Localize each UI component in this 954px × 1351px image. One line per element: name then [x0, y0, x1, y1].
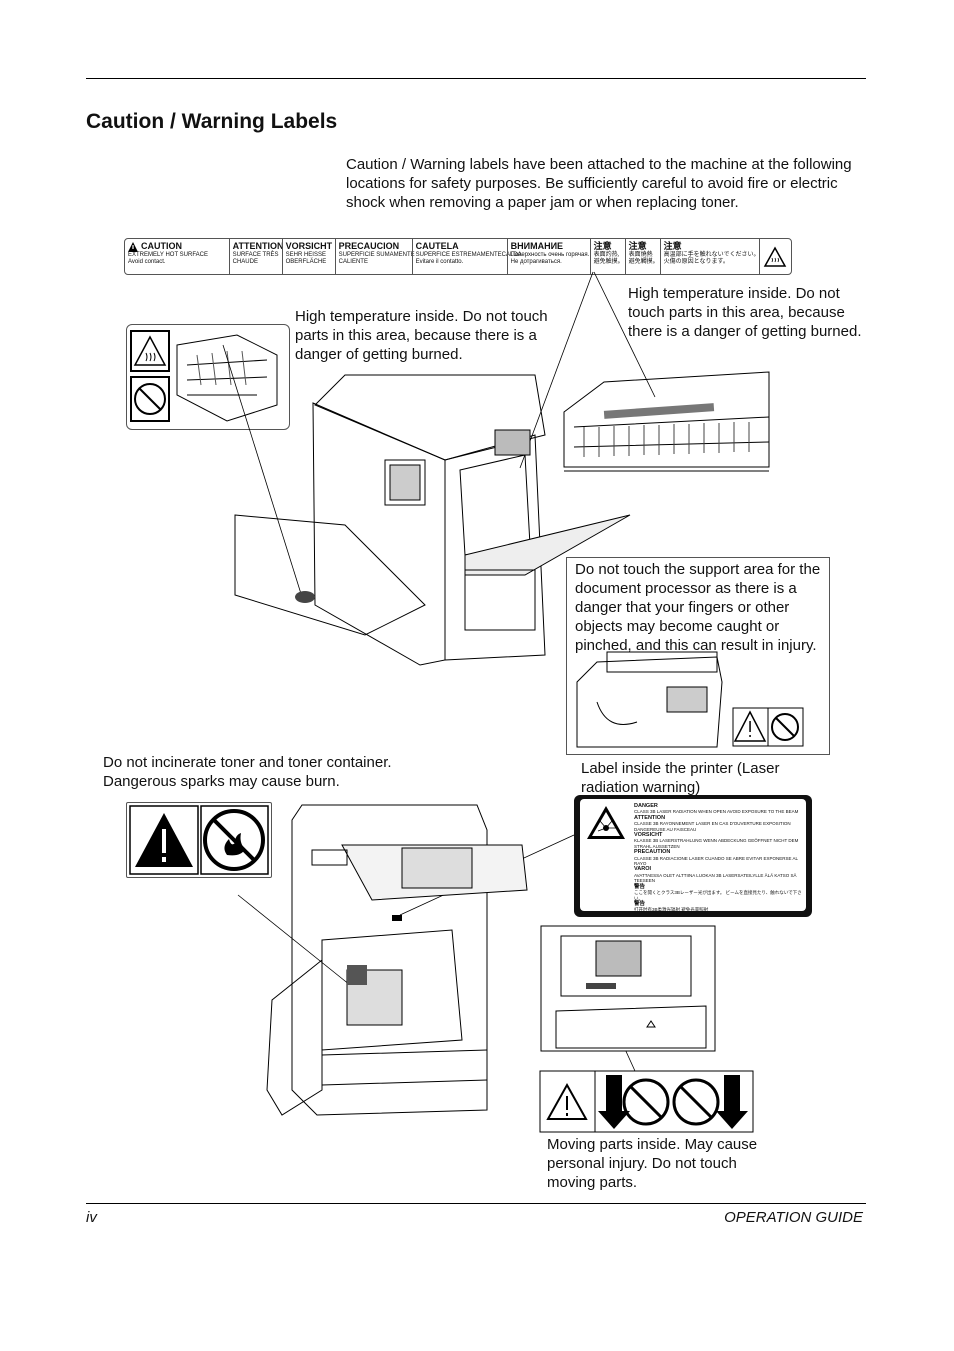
label-cell: 注意 表面燒熱 避免觸摸。	[624, 239, 660, 274]
label-line: SURFACE TRÈS	[232, 252, 279, 258]
label-head: ВНИМАНИЕ	[510, 241, 564, 251]
header-rule	[86, 78, 866, 79]
label-head: 注意	[593, 241, 612, 251]
caption-hot-left: High temperature inside. Do not touch pa…	[295, 308, 548, 363]
leader-line	[593, 271, 656, 398]
label-line: Evitare il contatto.	[415, 259, 464, 265]
doc-processor-caution-box: Do not touch the support area for the do…	[566, 557, 830, 755]
label-line: SUPERFICE ESTREMAMENTECALDA	[415, 252, 522, 258]
label-line: 避免觸摸。	[628, 259, 659, 265]
pinch-warning-sign	[732, 707, 804, 747]
label-line: Avoid contact.	[128, 259, 166, 265]
caution-label-strip: CAUTION EXTREMELY HOT SURFACE Avoid cont…	[124, 238, 792, 275]
label-head: CAUTELA	[415, 241, 459, 251]
caption-laser-title: Label inside the printer (Laser radiatio…	[581, 760, 780, 796]
warning-triangle-icon	[128, 241, 138, 252]
label-cell: VORSICHT SEHR HEISSE OBERFLÄCHE	[281, 239, 335, 274]
fuser-closeup-illustration	[563, 371, 770, 472]
label-head: VORSICHT	[285, 241, 333, 251]
hot-surface-sign-box	[126, 324, 290, 430]
hot-surface-icon	[764, 245, 787, 267]
laser-entry: 警告打开时有3B类激光辐射 避免光束照射	[634, 900, 709, 913]
label-cell: CAUTION EXTREMELY HOT SURFACE Avoid cont…	[125, 239, 229, 274]
label-line: Не дотрагиваться.	[510, 259, 562, 265]
moving-parts-warning-sign	[539, 1070, 754, 1133]
label-cell: ATTENTION SURFACE TRÈS CHAUDE	[228, 239, 284, 274]
label-line: CHAUDE	[232, 259, 258, 265]
toner-warning-sign	[126, 802, 272, 878]
label-cell: 注意 表面灼热, 避免触摸。	[589, 239, 625, 274]
toner-sign-icons	[129, 805, 269, 875]
label-line: 火傷の原因となります。	[663, 259, 729, 265]
label-line: 避免触摸。	[593, 259, 624, 265]
label-cell: ВНИМАНИЕ Поверхность очень горячая. Не д…	[506, 239, 590, 274]
label-head: CAUTION	[141, 241, 182, 251]
label-line: SUPERFICIE SUMAMENTE	[338, 252, 415, 258]
guide-name: OPERATION GUIDE	[724, 1209, 863, 1226]
footer-rule	[86, 1203, 866, 1204]
label-cell: 注意 高温部に手を触れないでください。 火傷の原因となります。	[659, 239, 760, 274]
intro-paragraph: Caution / Warning labels have been attac…	[346, 156, 852, 211]
label-line: SEHR HEISSE	[285, 252, 326, 258]
label-cell	[758, 239, 791, 274]
page-number: iv	[86, 1209, 97, 1226]
label-line: EXTREMELY HOT SURFACE	[128, 252, 209, 258]
leader-line	[222, 344, 303, 598]
leader-line	[237, 894, 351, 986]
label-line: OBERFLÄCHE	[285, 259, 327, 265]
machine-rear-illustration	[234, 374, 631, 666]
moving-parts-closeup	[540, 925, 716, 1052]
label-head: ATTENTION	[232, 241, 284, 251]
label-head: 注意	[663, 241, 682, 251]
label-line: 表面燒熱	[628, 252, 653, 258]
laser-radiation-icon	[587, 806, 625, 839]
fuser-illustration	[130, 330, 278, 422]
laser-entry: 警告ここを開くとクラス3Bレーザー光が出ます。 ビームを直接見たり、触れないで下…	[634, 883, 802, 901]
doc-processor-illustration	[576, 651, 723, 748]
label-line: 高温部に手を触れないでください。	[663, 252, 760, 258]
label-cell: CAUTELA SUPERFICE ESTREMAMENTECALDA Evit…	[411, 239, 522, 274]
label-line: CALIENTE	[338, 259, 368, 265]
machine-front-illustration	[266, 804, 528, 1116]
caption-doc-processor: Do not touch the support area for the do…	[575, 561, 821, 654]
label-line: Поверхность очень горячая.	[510, 252, 590, 258]
label-head: PRECAUCION	[338, 241, 400, 251]
label-head: 注意	[628, 241, 647, 251]
caption-hot-right: High temperature inside. Do not touch pa…	[628, 285, 862, 340]
caption-toner: Do not incinerate toner and toner contai…	[103, 754, 392, 790]
page-title: Caution / Warning Labels	[86, 110, 338, 133]
label-cell: PRECAUCION SUPERFICIE SUMAMENTE CALIENTE	[334, 239, 415, 274]
caption-moving-parts: Moving parts inside. May cause personal …	[547, 1136, 758, 1191]
label-line: 表面灼热,	[593, 252, 620, 258]
